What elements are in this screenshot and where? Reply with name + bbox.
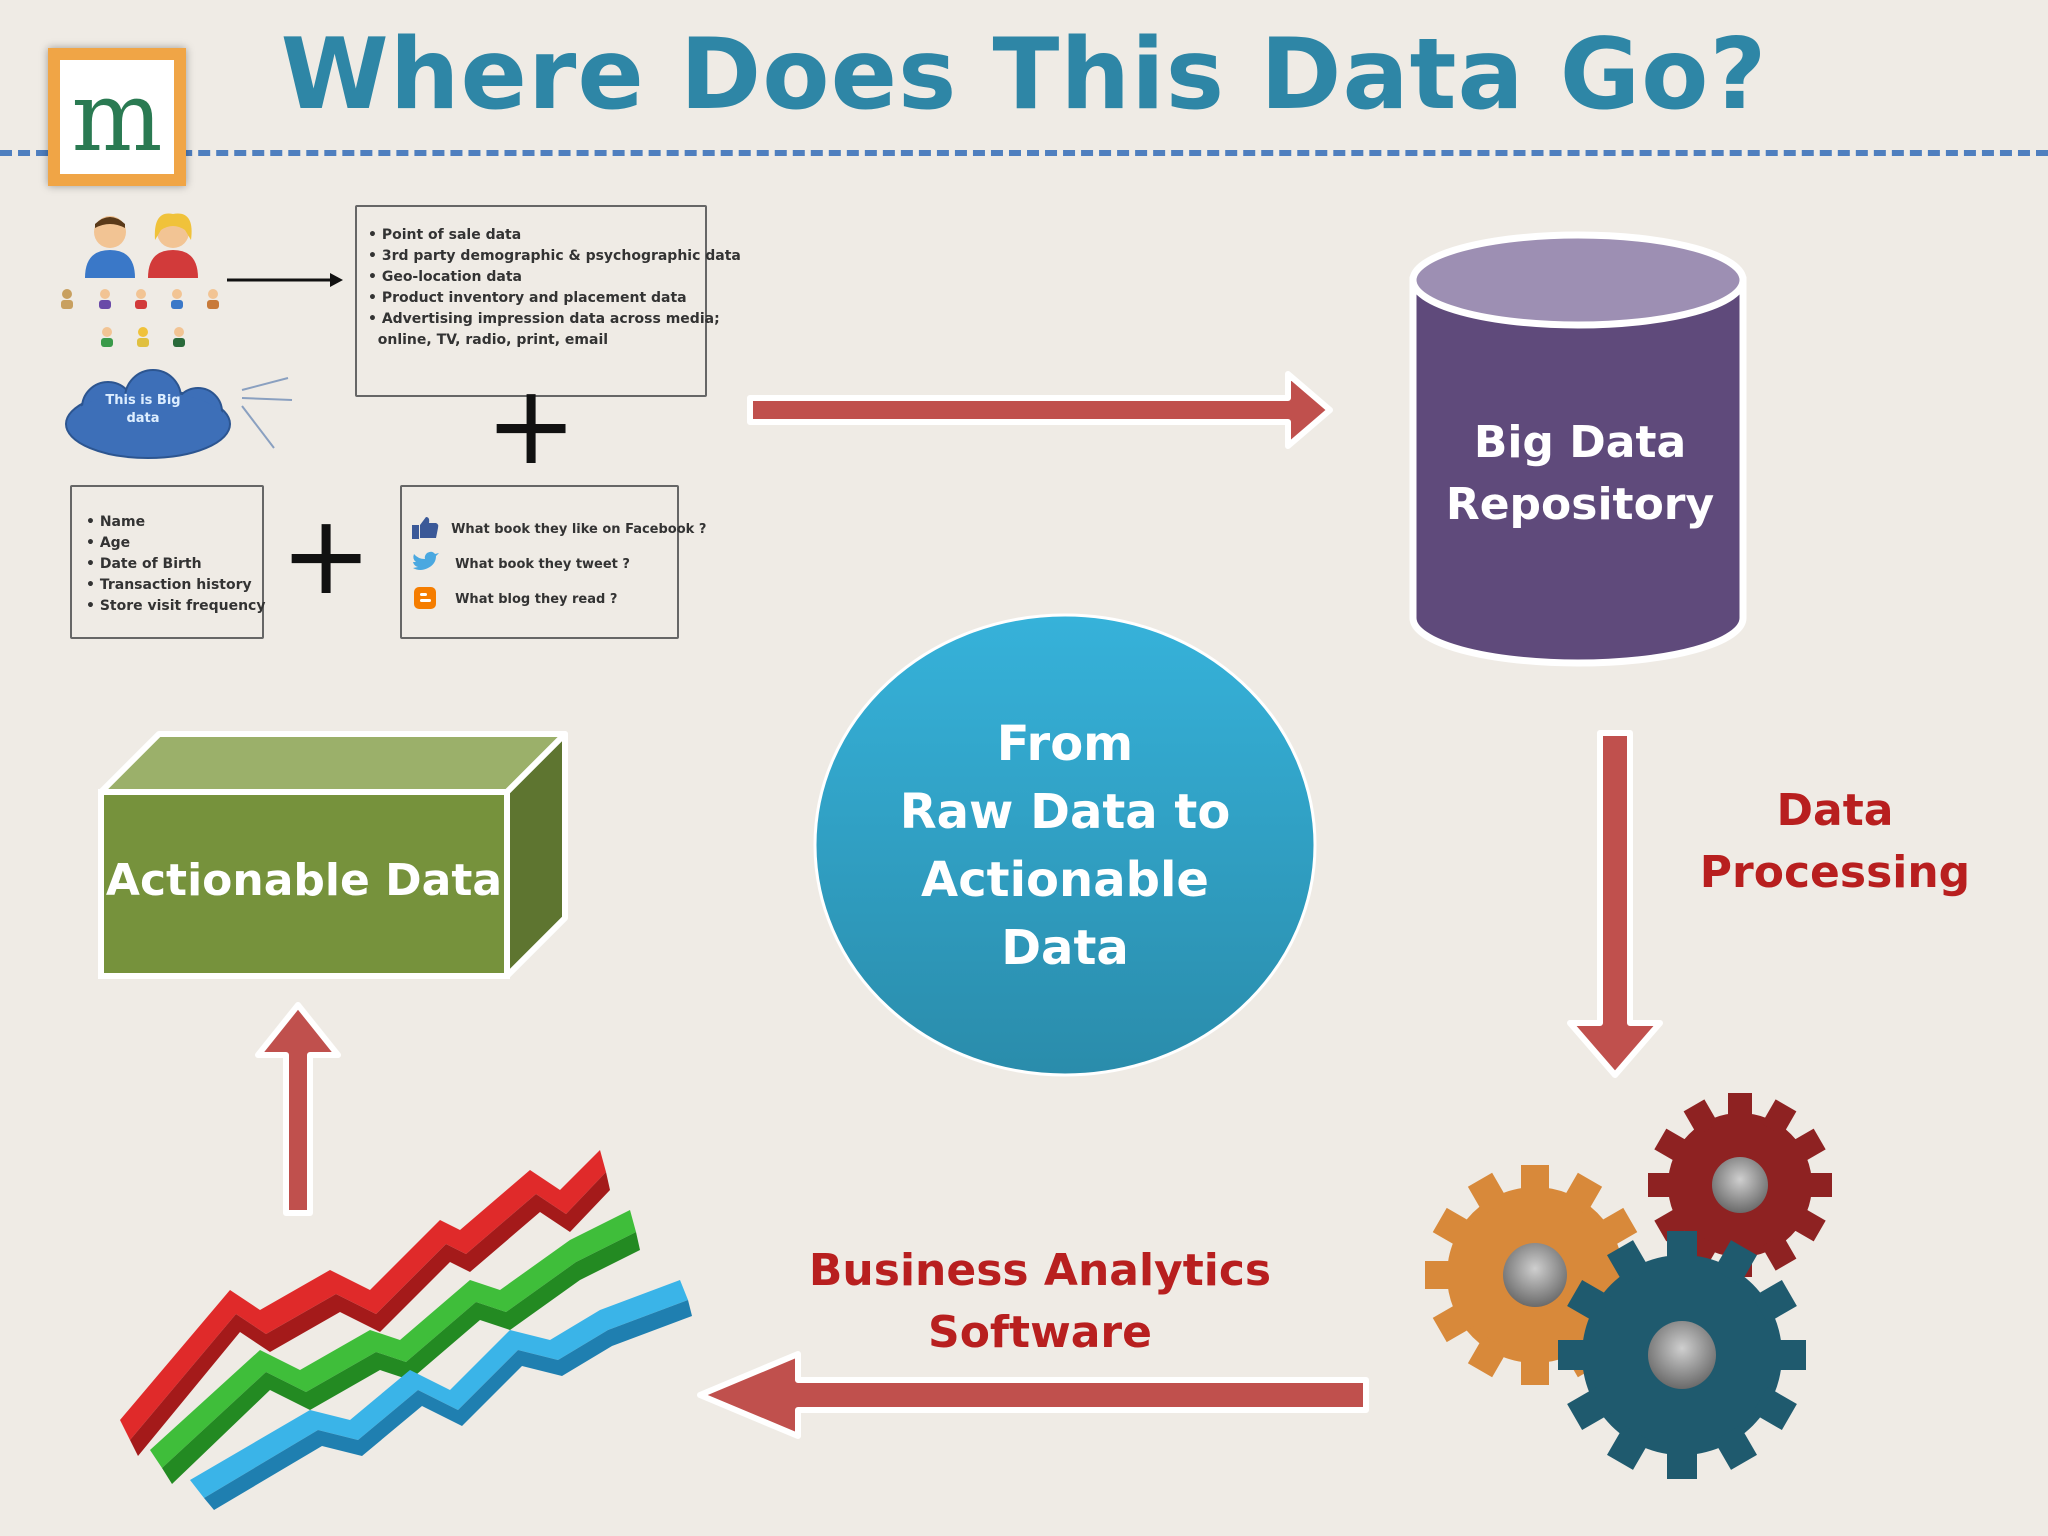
cloud-label: This is Big data (105, 393, 181, 426)
list-item: • Transaction history (86, 577, 252, 593)
list-item: • Advertising impression data across med… (368, 311, 720, 327)
cloud-rays-icon (241, 377, 293, 449)
company-logo: m (48, 48, 186, 186)
social-facebook-text: What book they like on Facebook ? (451, 521, 707, 537)
customer-bracket (70, 485, 264, 639)
header-divider (0, 150, 2048, 156)
gears-icon (1425, 1093, 1832, 1479)
social-twitter-text: What book they tweet ? (455, 556, 630, 572)
social-blog-text: What blog they read ? (455, 591, 618, 607)
slide-title: Where Does This Data Go? (280, 18, 1768, 132)
actionable-box-icon (98, 731, 568, 979)
to-analytics-arrow (697, 1351, 1369, 1439)
database-cylinder-icon (1409, 231, 1747, 667)
to-processing-arrow (1567, 730, 1663, 1078)
list-item: • Store visit frequency (86, 598, 266, 614)
list-item: • 3rd party demographic & psychographic … (368, 248, 741, 264)
list-item: • Age (86, 535, 131, 551)
logo-letter: m (60, 60, 174, 174)
list-item: • Geo-location data (368, 269, 522, 285)
cloud-icon (65, 369, 231, 459)
data-sources-list: • Point of sale data • 3rd party demogra… (368, 225, 741, 351)
to-repository-arrow (747, 371, 1333, 449)
social-row: What book they like on Facebook ? (410, 515, 706, 541)
list-item: • Name (86, 514, 146, 530)
list-item: • Point of sale data (368, 227, 522, 243)
customer-list: • Name • Age • Date of Birth • Transacti… (86, 512, 265, 617)
list-item: • Date of Birth (86, 556, 202, 572)
actionable-label: Actionable Data (105, 855, 503, 906)
list-item: • Product inventory and placement data (368, 290, 687, 306)
repository-label: Big Data Repository (1445, 417, 1715, 530)
facebook-like-icon (412, 517, 439, 539)
plus-sign-top: + (485, 361, 578, 489)
analytics-chart-icon (120, 1150, 692, 1510)
center-label: From Raw Data to Actionable Data (899, 716, 1231, 976)
people-to-list-arrow (227, 273, 343, 287)
list-item: online, TV, radio, print, email (377, 332, 609, 348)
analytics-label: Business Analytics Software (808, 1245, 1272, 1358)
social-bracket (400, 485, 679, 639)
people-icon (61, 213, 219, 347)
twitter-bird-icon (413, 551, 439, 570)
blogger-icon (414, 587, 436, 609)
social-row: What blog they read ? (410, 585, 617, 611)
plus-sign-bottom: + (280, 491, 373, 619)
processing-label: Data Processing (1699, 785, 1971, 898)
center-circle-shape (813, 613, 1317, 1077)
to-actionable-arrow (255, 1002, 341, 1216)
data-sources-bracket (355, 205, 707, 397)
social-row: What book they tweet ? (410, 550, 630, 576)
